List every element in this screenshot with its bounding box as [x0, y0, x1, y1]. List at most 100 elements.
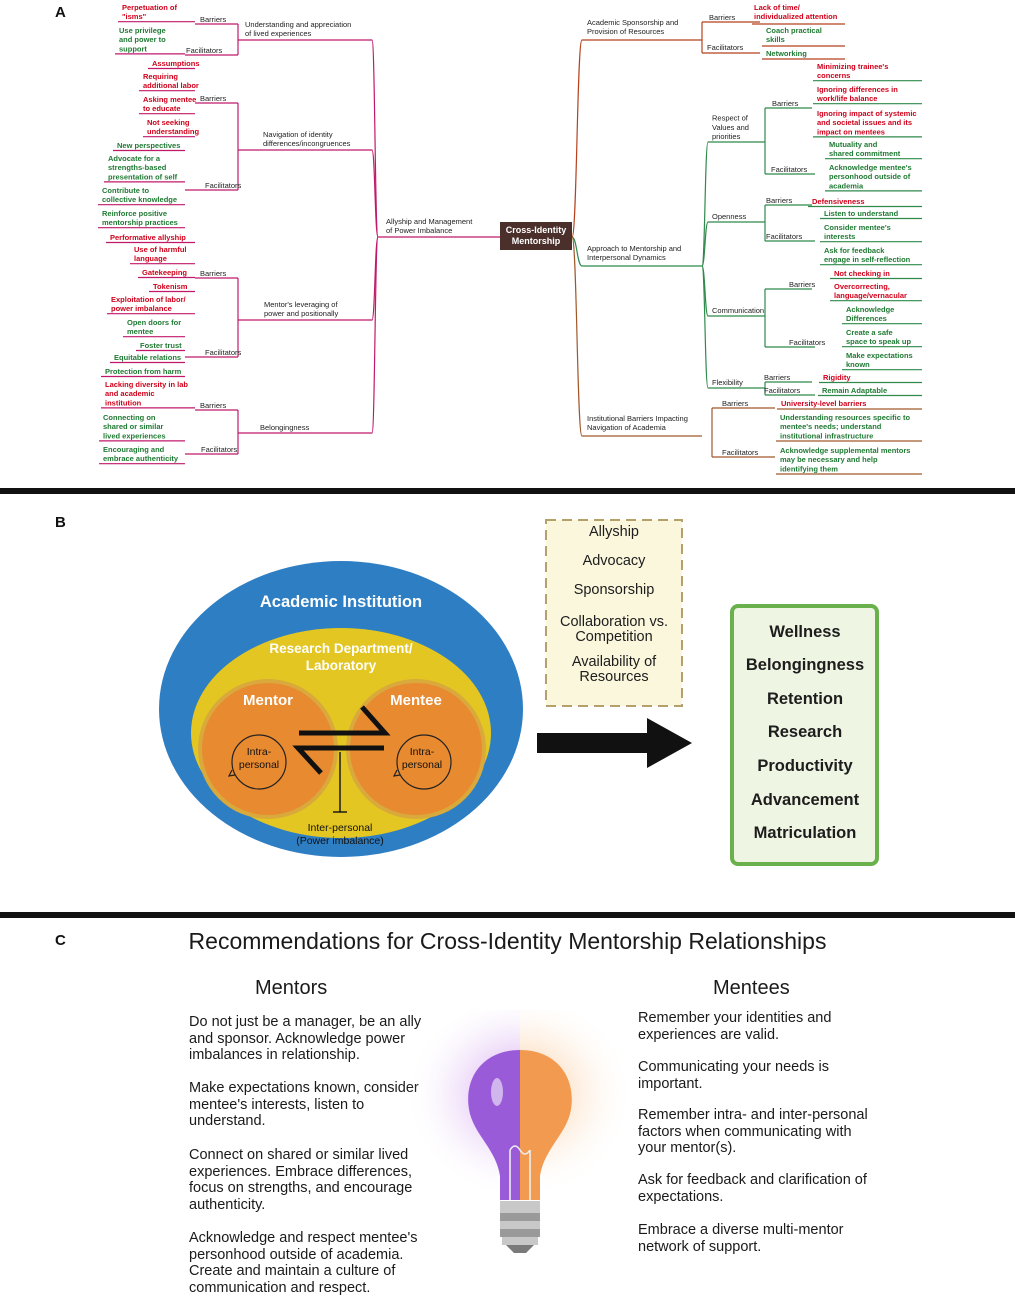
mentors-heading: Mentors: [255, 977, 328, 999]
panel-c-label: C: [55, 932, 66, 949]
r1-barrier-0: Lack of time/individualized attention: [754, 3, 838, 21]
r2-sub-connector-3: [701, 265, 709, 389]
factor-allyship: Allyship: [589, 524, 639, 540]
mentor-circle: [202, 683, 334, 815]
inter-personal-line1: Inter-personal: [307, 822, 373, 834]
r1-fac-1: Networking: [766, 49, 807, 58]
r2-barriers-label-2: Barriers: [789, 280, 816, 289]
mentor-cycle-arrow: [227, 769, 236, 777]
left-fac-2-1: Foster trust: [140, 341, 182, 350]
left-barrier-2-2: Gatekeeping: [142, 268, 187, 277]
r2-barriers-label-1: Barriers: [766, 196, 793, 205]
mentees-heading: Mentees: [713, 977, 790, 999]
right-arrow-icon: [537, 718, 692, 768]
lightbulb-icon: [405, 1010, 635, 1253]
r3-barrier-0: University-level barriers: [781, 399, 866, 408]
factor-advocacy: Advocacy: [582, 553, 646, 569]
left-fac-label-3: Facilitators: [201, 445, 238, 454]
right-connector-1: [571, 236, 583, 267]
mentee-intra-line1: Intra-: [409, 746, 435, 758]
r1-barriers-label: Barriers: [709, 13, 736, 22]
left-connector-3: [371, 236, 379, 434]
outcome-retention: Retention: [766, 690, 844, 708]
r2-fac-label-2: Facilitators: [789, 338, 826, 347]
separator-ab: [0, 488, 1015, 494]
framework-diagram: [159, 519, 879, 866]
right-connector-2: [571, 236, 583, 437]
r2-sub-label-2: Communication: [712, 306, 764, 315]
r3-barriers-label: Barriers: [722, 399, 749, 408]
r2-barriers-label-0: Barriers: [772, 99, 799, 108]
r2-sub-label-3: Flexibility: [712, 378, 743, 387]
department-label: Research Department/ Laboratory: [241, 640, 441, 674]
mentee-rec-5: Embrace a diverse multi-mentor network o…: [638, 1222, 844, 1255]
r2-fac-1-0: Listen to understand: [824, 209, 899, 218]
r2-sub-connector-0: [701, 141, 709, 267]
mentor-rec-3: Connect on shared or similar lived exper…: [189, 1147, 413, 1213]
outcome-belongingness: Belongingness: [745, 656, 865, 674]
outcome-wellness: Wellness: [769, 623, 841, 641]
r2-barrier-3-0: Rigidity: [823, 373, 851, 382]
mentor-intra-cycle: [231, 734, 287, 790]
left-barriers-label-1: Barriers: [200, 94, 227, 103]
r2-fac-label-3: Facilitators: [764, 386, 801, 395]
mentee-intra-cycle: [396, 734, 452, 790]
left-barriers-label-3: Barriers: [200, 401, 227, 410]
left-barrier-1-0: Assumptions: [152, 59, 200, 68]
mentor-intra-line2: personal: [238, 759, 280, 771]
panel-b-label: B: [55, 514, 66, 531]
left-fac-1-0: New perspectives: [117, 141, 180, 150]
mentee-rec-3: Remember intra- and inter-personal facto…: [638, 1107, 868, 1156]
mentee-intra-label: Intra- personal: [392, 746, 452, 772]
mentee-rec-2: Communicating your needs is important.: [638, 1059, 830, 1092]
left-fac-2-2: Equitable relations: [114, 353, 181, 362]
r1-fac-label: Facilitators: [707, 43, 744, 52]
r2-barrier-1-0: Defensiveness: [812, 197, 865, 206]
outcomes-list: Wellness Belongingness Retention Researc…: [732, 606, 878, 864]
left-barrier-2-4: Exploitation of labor/power imbalance: [111, 295, 186, 313]
factor-sponsorship: Sponsorship: [573, 582, 655, 598]
factors-list: Allyship Advocacy Sponsorship Collaborat…: [546, 520, 682, 706]
right-connector-0: [571, 39, 583, 238]
r2-barrier-2-0: Not checking in: [834, 269, 890, 278]
factor-collaboration: Collaboration vs. Competition: [560, 614, 668, 645]
left-fac-label-0: Facilitators: [186, 46, 223, 55]
mentee-circle: [350, 683, 482, 815]
mentee-rec-1: Remember your identities and experiences…: [638, 1010, 832, 1043]
left-subtheme-label-3: Belongingness: [260, 423, 309, 432]
r2-fac-3-0: Remain Adaptable: [822, 386, 887, 395]
left-barriers-label-2: Barriers: [200, 269, 227, 278]
left-barrier-0-0: Perpetuation of"isms": [122, 3, 178, 21]
mentor-label: Mentor: [243, 692, 293, 709]
left-fac-2-3: Protection from harm: [105, 367, 182, 376]
mentee-label: Mentee: [390, 692, 442, 709]
separator-bc: [0, 912, 1015, 918]
outcome-productivity: Productivity: [757, 757, 853, 775]
r2-barriers-label-3: Barriers: [764, 373, 791, 382]
r2-fac-label-1: Facilitators: [766, 232, 803, 241]
left-connector-2: [371, 236, 379, 321]
